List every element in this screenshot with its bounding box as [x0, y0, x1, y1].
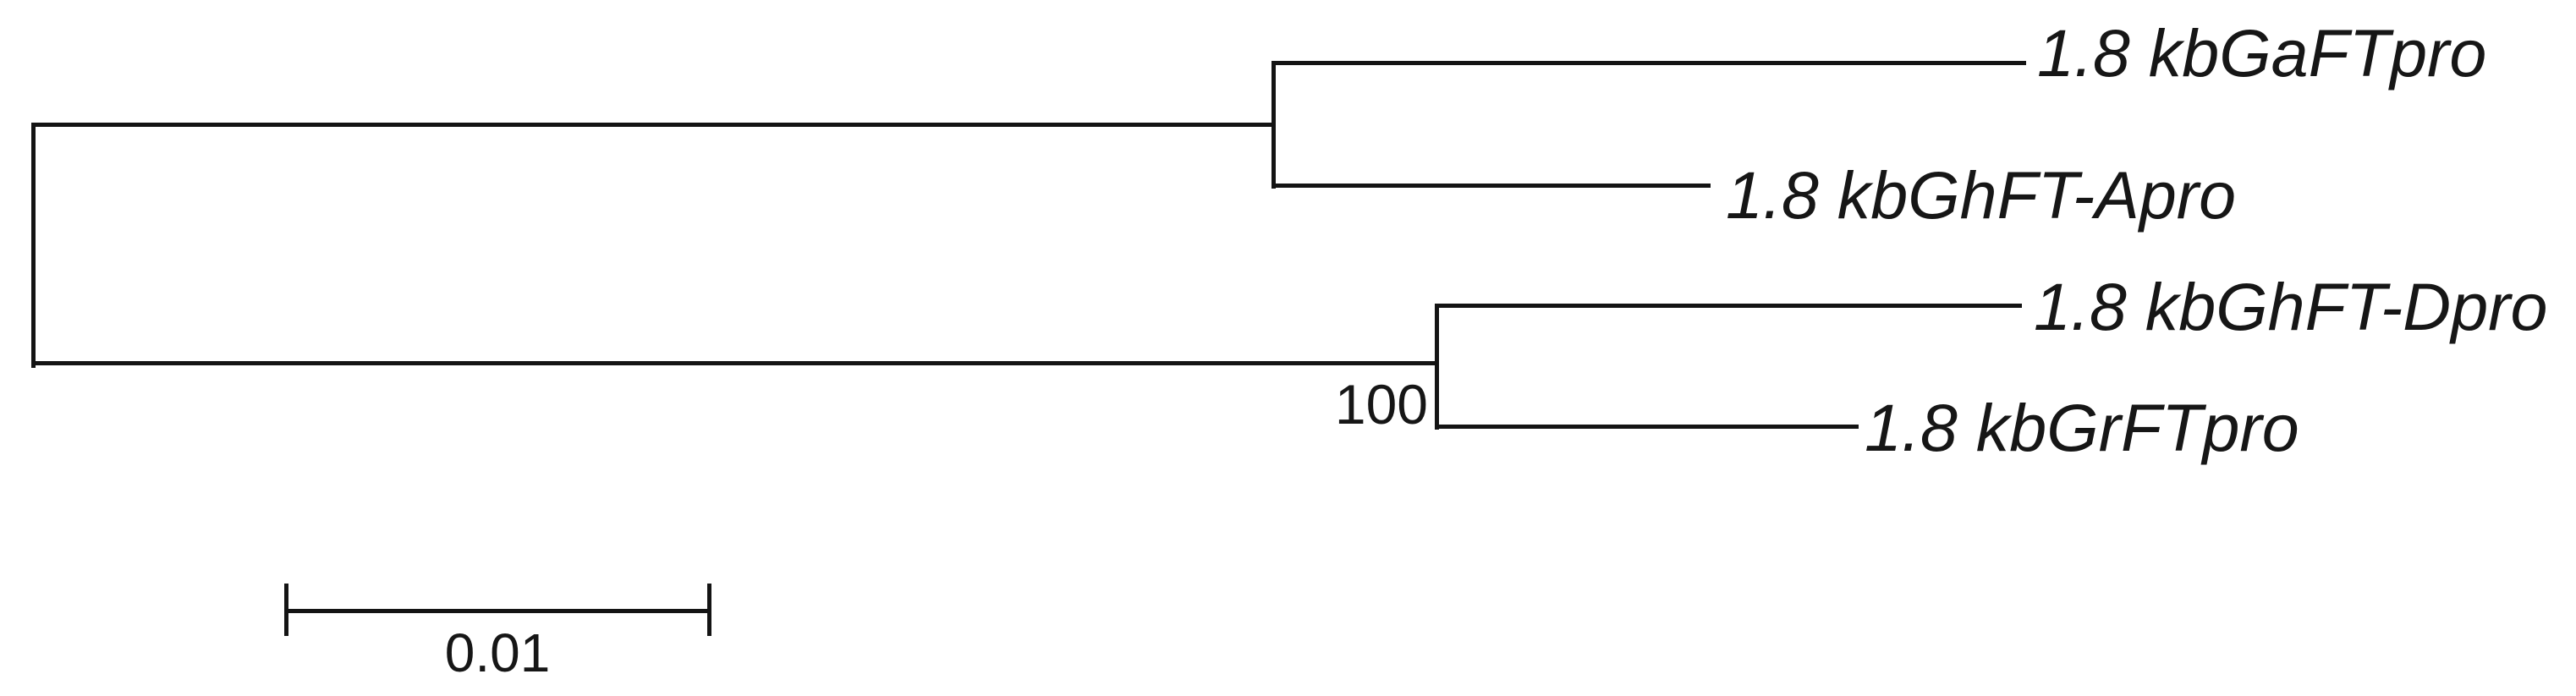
- lower-clade-node-line: [1435, 304, 1439, 430]
- taxon-label-gaftpro: 1.8 kbGaFTpro: [2037, 15, 2487, 90]
- branch-ghft-dpro: [1435, 304, 2022, 308]
- root-to-upper-clade-branch: [31, 123, 1276, 127]
- upper-clade-node-line: [1272, 61, 1276, 189]
- scale-bar-line: [284, 609, 711, 613]
- branch-gaftpro: [1272, 61, 2026, 65]
- root-vertical-line: [31, 123, 36, 368]
- bootstrap-value: 100: [1334, 373, 1428, 436]
- scale-bar-label: 0.01: [444, 622, 551, 683]
- branch-grftpro: [1435, 425, 1859, 429]
- taxon-label-grftpro: 1.8 kbGrFTpro: [1865, 390, 2299, 465]
- branch-ghft-apro: [1272, 184, 1711, 188]
- taxon-label-ghft-dpro: 1.8 kbGhFT-Dpro: [2034, 269, 2548, 344]
- taxon-label-ghft-apro: 1.8 kbGhFT-Apro: [1726, 157, 2237, 233]
- root-to-lower-clade-branch: [31, 361, 1439, 365]
- scale-bar-right-tick: [707, 584, 711, 636]
- scale-bar-left-tick: [284, 584, 288, 636]
